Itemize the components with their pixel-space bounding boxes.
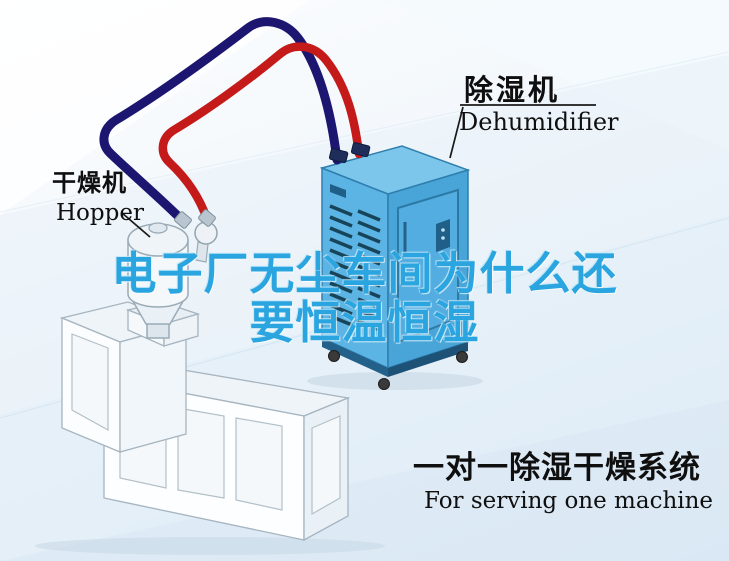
base-side (388, 342, 468, 377)
hopper-pointer-line (121, 212, 151, 238)
extruder-illustration (59, 301, 351, 542)
dehumidifier-label-cn: 除湿机 (464, 73, 561, 107)
caster-wheel (456, 351, 468, 363)
hopper-lid (148, 222, 168, 234)
dehumidifier-pointer-line (449, 106, 464, 159)
facet-line (0, 51, 729, 213)
red-supply-hose (158, 42, 364, 224)
dehumidifier-illustration (319, 145, 471, 390)
caster-wheel (328, 350, 340, 362)
facet (0, 0, 310, 215)
hopper-label-en: Hopper (56, 200, 144, 226)
base-front (322, 338, 388, 377)
control-button (441, 228, 445, 232)
extruder-cabinet-door (71, 333, 109, 432)
control-panel (436, 219, 450, 252)
vent-slats-right (357, 209, 381, 332)
dehumidifier-label-en: Dehumidifier (459, 108, 619, 136)
watermark-line-1: 电子厂无尘车间为什么还 (111, 247, 618, 300)
display-panel (330, 184, 346, 198)
hose-clamp (198, 209, 216, 227)
control-button (441, 236, 445, 240)
hose-port (350, 142, 371, 158)
dehumidifier-shadow (307, 372, 483, 390)
extruder-side-panel (311, 415, 341, 516)
hopper-label-cn: 干燥机 (52, 169, 127, 197)
caption-cn: 一对一除湿干燥系统 (413, 450, 701, 486)
hopper-illustration (127, 221, 218, 339)
navy-return-hose (99, 17, 342, 226)
extruder-shadow (35, 537, 385, 555)
hopper-body (127, 239, 189, 308)
caption-en: For serving one machine (424, 488, 714, 514)
facet (0, 400, 729, 561)
hose-port (328, 148, 349, 164)
extruder-door-panel (235, 417, 283, 511)
extruder-door-panel (177, 407, 225, 499)
hose-clamp (174, 211, 192, 229)
caster-wheel (378, 378, 390, 390)
vent-slats-left (329, 204, 353, 327)
watermark-line-2: 要恒温恒湿 (249, 296, 480, 349)
